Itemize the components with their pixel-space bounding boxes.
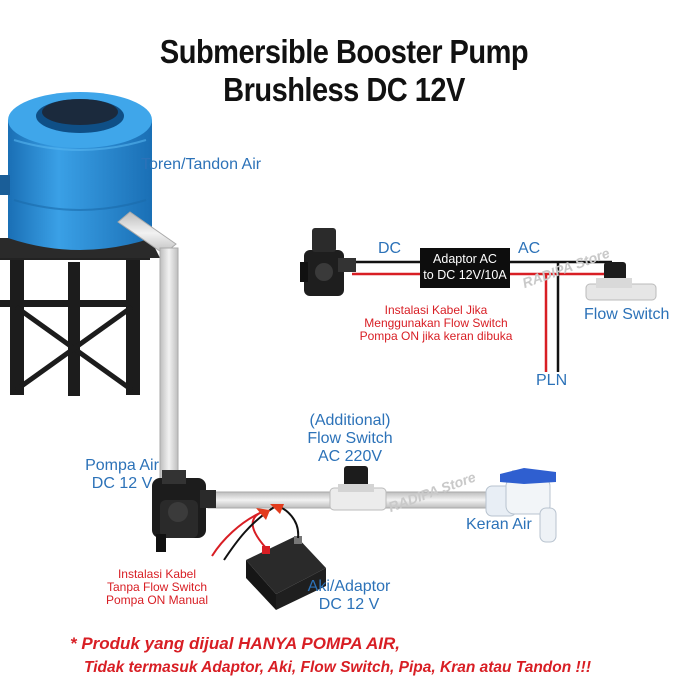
- flow-switch-right-label: Flow Switch: [584, 306, 670, 323]
- water-tank: [0, 92, 152, 250]
- title-line-1: Submersible Booster Pump: [159, 33, 529, 70]
- flow-switch-mid-icon: [329, 466, 387, 511]
- disclaimer-line-2: Tidak termasuk Adaptor, Aki, Flow Switch…: [84, 659, 591, 676]
- flow-switch-mid-ac-label: AC 220V: [317, 448, 383, 465]
- flow-switch-right-icon: [585, 262, 657, 301]
- note-manual-line-2: Tanpa Flow Switch: [106, 580, 208, 594]
- note-flow-line-1: Instalasi Kabel Jika: [384, 303, 488, 317]
- flow-switch-mid-label: Flow Switch: [307, 430, 393, 447]
- disclaimer-line-1: * Produk yang dijual HANYA POMPA AIR,: [70, 634, 400, 653]
- faucet-icon: [485, 468, 557, 543]
- main-pump-icon: [152, 470, 216, 552]
- note-manual-line-3: Pompa ON Manual: [105, 593, 209, 607]
- tank-label: Toren/Tandon Air: [141, 156, 262, 173]
- note-manual-line-1: Instalasi Kabel: [117, 567, 197, 581]
- pump-label-1: Pompa Air: [85, 457, 159, 474]
- dc-label: DC: [378, 240, 402, 257]
- adaptor-box: [420, 248, 510, 288]
- wires-flow-switch: [338, 260, 612, 372]
- additional-label: (Additional): [309, 412, 391, 429]
- pump-label-2: DC 12 V: [91, 475, 153, 492]
- tower-stand: [0, 238, 160, 396]
- pln-label: PLN: [536, 372, 568, 389]
- note-flow-line-2: Menggunakan Flow Switch: [364, 316, 508, 330]
- battery-icon: [211, 504, 326, 610]
- battery-label-2: DC 12 V: [318, 596, 380, 613]
- adaptor-label-2: to DC 12V/10A: [423, 268, 507, 282]
- title-line-2: Brushless DC 12V: [223, 71, 465, 108]
- note-flow-line-3: Pompa ON jika keran dibuka: [359, 329, 513, 343]
- pump-small-icon: [300, 228, 356, 296]
- faucet-label: Keran Air: [466, 516, 532, 533]
- battery-label-1: Aki/Adaptor: [307, 578, 391, 595]
- adaptor-label-1: Adaptor AC: [433, 252, 497, 266]
- ac-label: AC: [518, 240, 541, 257]
